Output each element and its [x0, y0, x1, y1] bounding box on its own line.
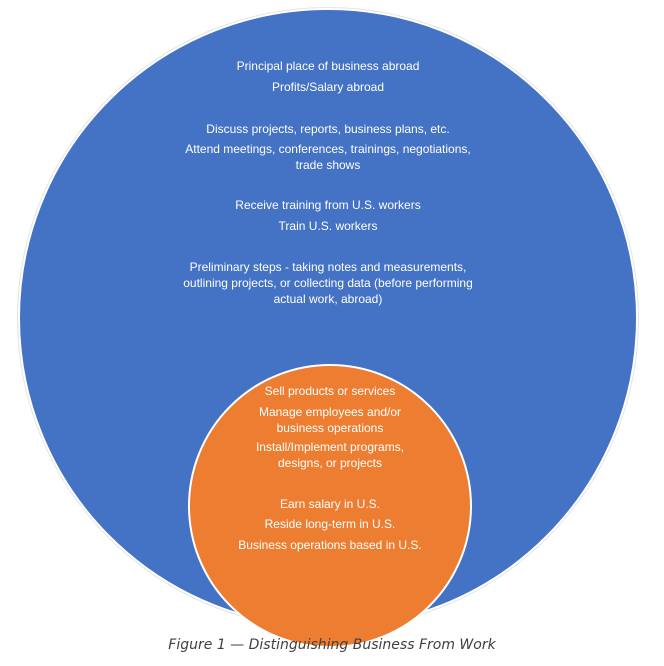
outer-item-preliminary-steps: Preliminary steps - taking notes and mea… — [183, 260, 473, 306]
outer-item-principal-place: Principal place of business abroad — [236, 59, 420, 73]
outer-item-receive-training: Receive training from U.S. workers — [235, 198, 421, 212]
outer-item-train-workers: Train U.S. workers — [278, 219, 378, 233]
inner-item-reside-long-term: Reside long-term in U.S. — [264, 517, 396, 531]
inner-item-install-programs: Install/Implement programs, designs, or … — [255, 440, 405, 470]
inner-item-sell-products: Sell products or services — [264, 384, 396, 398]
figure-caption: Figure 1 — Distinguishing Business From … — [168, 637, 496, 653]
inner-circle-work — [188, 364, 472, 648]
outer-item-attend-meetings: Attend meetings, conferences, trainings,… — [185, 142, 471, 172]
inner-item-earn-salary: Earn salary in U.S. — [279, 497, 381, 511]
outer-item-discuss-projects: Discuss projects, reports, business plan… — [206, 122, 450, 136]
inner-item-manage-employees: Manage employees and/or business operati… — [258, 405, 402, 435]
inner-item-operations-based: Business operations based in U.S. — [238, 538, 422, 552]
outer-item-profits-salary: Profits/Salary abroad — [271, 80, 385, 94]
